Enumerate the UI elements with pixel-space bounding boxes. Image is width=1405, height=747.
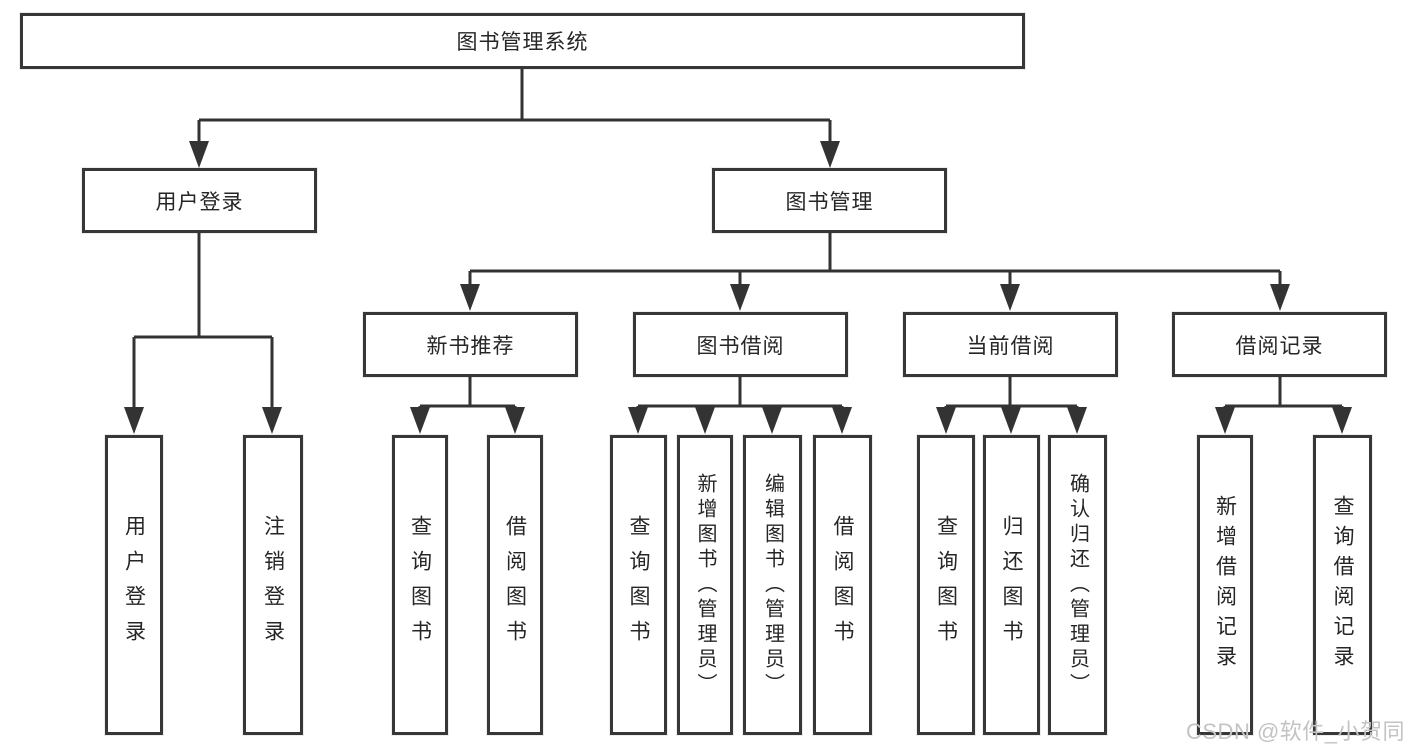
leaf-query-books: 查询图书 bbox=[917, 435, 975, 735]
node-label: 借阅记录 bbox=[1235, 334, 1324, 358]
node-label: 当前借阅 bbox=[966, 334, 1055, 358]
leaf-label: 借阅图书 bbox=[831, 515, 854, 655]
node-label: 用户登录 bbox=[155, 190, 244, 214]
leaf-label: 新增借阅记录 bbox=[1213, 495, 1237, 675]
node-label: 新书推荐 bbox=[426, 334, 515, 358]
node-label: 图书管理 bbox=[785, 190, 874, 214]
leaf-borrow-books: 借阅图书 bbox=[487, 435, 543, 735]
leaf-edit-books-admin: 编辑图书（管理员） bbox=[743, 435, 802, 735]
csdn-watermark: CSDN @软件_小贺同学 bbox=[1186, 719, 1405, 744]
leaf-user-login: 用户登录 bbox=[105, 435, 163, 735]
node-label: 图书管理系统 bbox=[456, 31, 589, 54]
leaf-query-books: 查询图书 bbox=[610, 435, 667, 735]
leaf-label: 编辑图书（管理员） bbox=[761, 472, 784, 698]
leaf-label: 借阅图书 bbox=[503, 515, 527, 655]
leaf-label: 新增图书（管理员） bbox=[694, 472, 716, 698]
leaf-label: 查询图书 bbox=[408, 515, 432, 655]
leaf-label: 确认归还（管理员） bbox=[1066, 472, 1089, 698]
node-book-borrow: 图书借阅 bbox=[633, 312, 848, 377]
node-library-management-system: 图书管理系统 bbox=[20, 13, 1025, 69]
leaf-return-books: 归还图书 bbox=[983, 435, 1040, 735]
leaf-label: 用户登录 bbox=[122, 515, 146, 655]
node-book-management-branch: 图书管理 bbox=[712, 168, 947, 233]
node-label: 图书借阅 bbox=[696, 334, 785, 358]
leaf-add-borrow-record: 新增借阅记录 bbox=[1197, 435, 1253, 735]
leaf-label: 查询图书 bbox=[934, 515, 958, 655]
leaf-logout: 注销登录 bbox=[243, 435, 303, 735]
leaf-query-books: 查询图书 bbox=[392, 435, 448, 735]
leaf-label: 查询图书 bbox=[627, 515, 650, 655]
leaf-borrow-books: 借阅图书 bbox=[813, 435, 872, 735]
leaf-label: 查询借阅记录 bbox=[1331, 495, 1354, 675]
leaf-add-books-admin: 新增图书（管理员） bbox=[677, 435, 733, 735]
leaf-query-borrow-record: 查询借阅记录 bbox=[1313, 435, 1372, 735]
node-borrow-records: 借阅记录 bbox=[1172, 312, 1387, 377]
leaf-label: 注销登录 bbox=[261, 515, 285, 655]
node-new-book-recommend: 新书推荐 bbox=[363, 312, 578, 377]
node-current-borrow: 当前借阅 bbox=[903, 312, 1118, 377]
leaf-confirm-return-admin: 确认归还（管理员） bbox=[1048, 435, 1107, 735]
leaf-label: 归还图书 bbox=[1000, 515, 1023, 655]
node-user-login-branch: 用户登录 bbox=[82, 168, 317, 233]
